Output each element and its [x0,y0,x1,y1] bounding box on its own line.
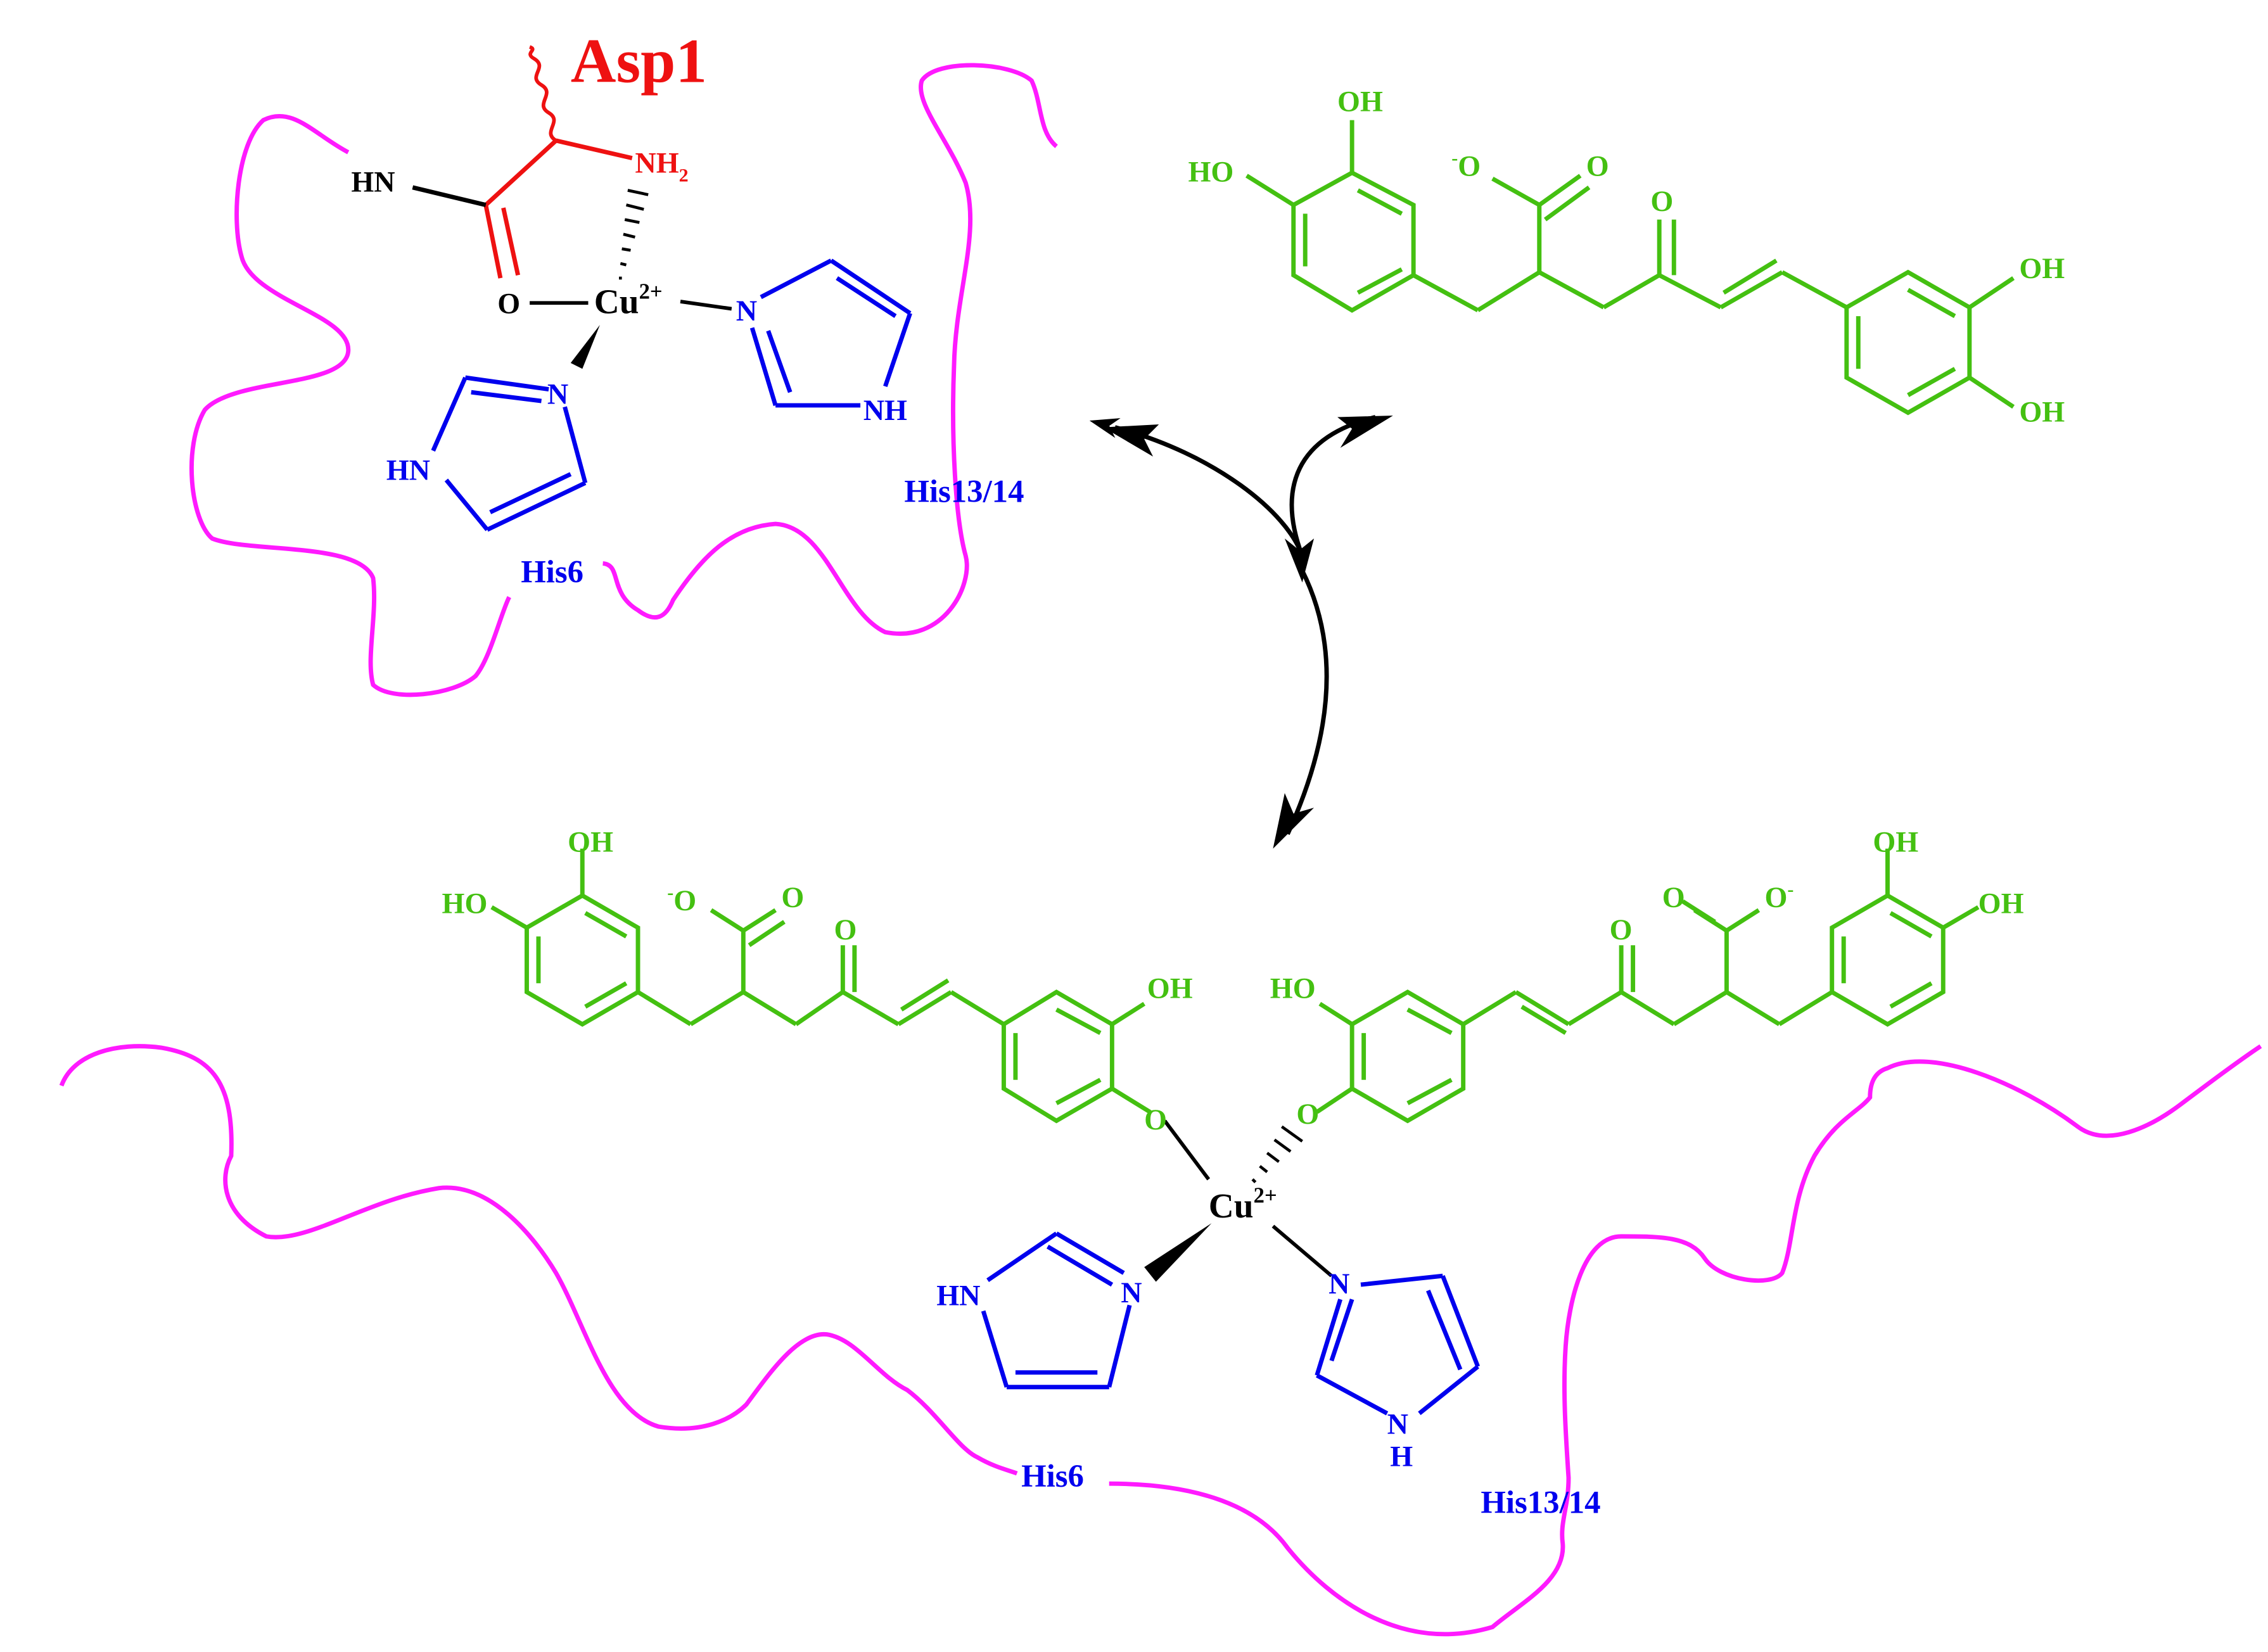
arrowhead-right [1337,416,1393,448]
bl-oh-top: OH [568,825,613,858]
cu-o-left-bond [1163,1119,1211,1181]
amide-nh-label: HN [351,166,395,198]
solid-wedge-cu-n-bottom [1144,1223,1212,1282]
bl-o-bridge: O [1144,1103,1167,1136]
br-ketone-o: O [1610,913,1633,946]
bottom-im-right-nh-n: N [1387,1408,1408,1440]
top-lig-ho-catechol: HO [1188,156,1233,188]
bottom-complex: Cu2+ N HN [59,1044,2262,1637]
bl-ketone-o: O [834,913,857,946]
bl-carboxylate-neg: -O [667,882,696,916]
top-lig-carboxylate-neg: -O [1451,148,1481,182]
solid-wedge-cu-n [570,324,600,369]
carbonyl-o-label: O [497,287,520,319]
top-lig-ketone-o: O [1650,185,1673,217]
bl-carboxylate-o: O [781,881,804,913]
top-lig-oh-right-top: OH [2019,252,2065,284]
bottom-his6-label: His6 [1021,1458,1084,1494]
top-lig-oh-catechol: OH [1337,86,1383,118]
arrowhead-middle [1284,538,1315,583]
calpha-amine-bond [555,138,633,161]
br-o-bridge: O [1296,1098,1319,1130]
top-curcumin-ligand [1245,120,2015,416]
top-his6-label: His6 [521,554,583,589]
top-im-right-nh: NH [863,394,907,426]
bottom-peptide-backbone-2 [1109,1044,2262,1637]
br-oh-top: OH [1873,825,1918,858]
top-complex: Asp1 HN NH2 O Cu2+ [189,27,1058,697]
top-curcumin-labels: OH HO -O O O OH OH [1188,86,2065,428]
top-imidazole-left [431,375,588,532]
curved-double-arrow-icon [1089,415,1376,557]
top-lig-oh-right-bottom: OH [2019,395,2065,428]
bottom-imidazole-right [1315,1273,1481,1416]
reaction-arrow-icon [1285,569,1329,836]
bottom-his13-label: His13/14 [1481,1484,1600,1520]
arrowhead-left [1103,424,1159,457]
bottom-right-curcumin [1315,848,1980,1124]
bl-ho-left: HO [442,887,488,919]
bottom-right-curcumin-labels: HO O O O O- OH OH [1270,825,2024,1130]
top-im-left-nh: HN [386,454,430,486]
br-ho-ring: HO [1270,972,1316,1004]
hashed-wedge-nh2 [618,189,649,280]
top-lig-carboxylate-o: O [1586,149,1609,182]
amine-label: NH2 [635,147,688,186]
bottom-left-curcumin-labels: OH HO -O O O OH O [442,825,1193,1136]
cu-n-right-bond [680,300,732,311]
amide-bond [412,185,487,207]
top-im-left-n: N [547,378,568,410]
top-his13-label: His13/14 [904,473,1024,509]
br-carboxylate-neg: O- [1764,879,1793,913]
carbonyl-double-bond-b [501,207,521,276]
bottom-im-right-n: N [1328,1268,1349,1300]
asp1-label: Asp1 [571,27,707,96]
bottom-im-right-nh-h: H [1390,1440,1413,1472]
carbonyl-double-bond-a [483,204,503,279]
bottom-imidazole-left [981,1231,1132,1390]
top-peptide-backbone-2 [602,63,1058,636]
top-imidazole-right [749,258,912,408]
bottom-peptide-backbone [59,1044,1018,1476]
top-cu-label: Cu2+ [594,279,663,321]
arrowhead-bottom [1273,793,1315,849]
br-carboxylate-o: O [1662,881,1685,913]
hashed-wedge-o-right [1251,1125,1303,1184]
bottom-cu-label: Cu2+ [1209,1184,1277,1225]
top-im-right-n: N [736,295,757,327]
top-peptide-backbone [189,113,511,697]
br-oh-right: OH [1978,887,2024,919]
calpha-carbonyl-bond [484,139,558,207]
bottom-left-curcumin [490,848,1152,1124]
bottom-im-left-n: N [1121,1276,1142,1309]
bl-oh-ring: OH [1147,972,1193,1004]
cu-n-right-bond-bottom [1271,1224,1333,1278]
bottom-im-left-nh: HN [936,1279,980,1311]
asp1-wavy-bond [528,45,557,143]
